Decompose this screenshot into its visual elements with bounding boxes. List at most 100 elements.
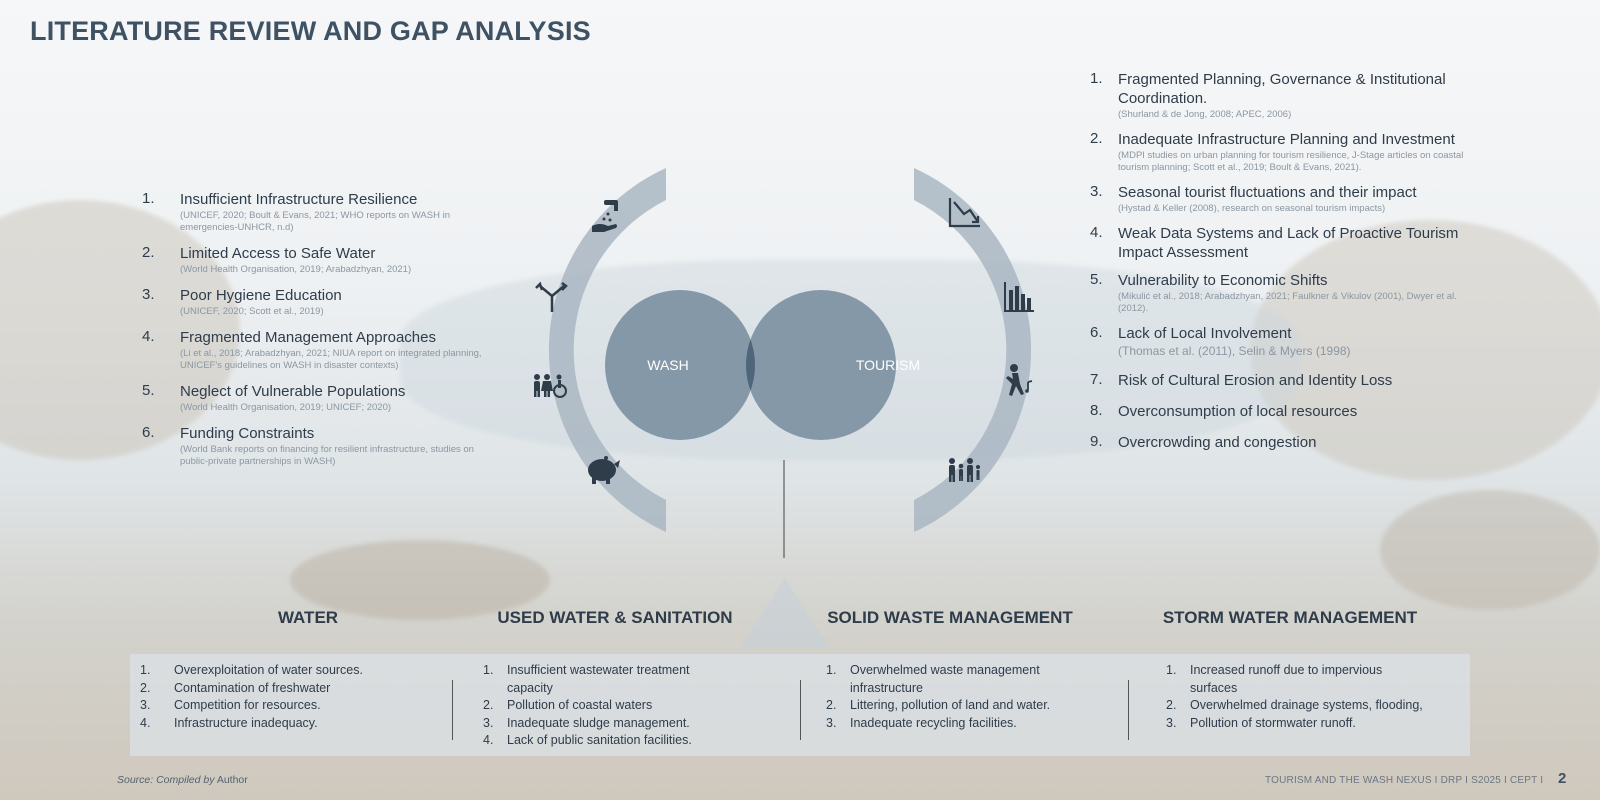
piggy-bank-icon: [588, 456, 620, 484]
item-title: Risk of Cultural Erosion and Identity Lo…: [1118, 372, 1393, 389]
list-item: 4. Fragmented Management Approaches (Li …: [142, 328, 492, 372]
item-number: 3.: [142, 286, 155, 303]
item-number: 2.: [483, 698, 494, 712]
tourism-label: TOURISM: [856, 357, 920, 373]
citation: (UNICEF, 2020; Scott et al., 2019): [180, 306, 324, 317]
item-number: 8.: [1090, 402, 1103, 419]
decline-chart-icon: [948, 198, 980, 228]
item-title: Fragmented Planning, Governance & Instit…: [1118, 71, 1446, 107]
item-number: 4.: [142, 328, 155, 345]
source-author: Author: [216, 774, 248, 786]
dancing-person-icon: [1006, 364, 1033, 396]
item-title: Insufficient Infrastructure Resilience: [180, 191, 418, 208]
citation: (MDPI studies on urban planning for tour…: [1118, 150, 1464, 173]
page-title: LITERATURE REVIEW AND GAP ANALYSIS: [30, 16, 591, 46]
category-title-solid-waste: SOLID WASTE MANAGEMENT: [827, 608, 1073, 627]
background-rock: [1380, 490, 1600, 610]
tourism-issues-list: 1. Fragmented Planning, Governance & Ins…: [1090, 70, 1470, 461]
item-text: Inadequate sludge management.: [507, 715, 690, 730]
item-title: Fragmented Management Approaches: [180, 329, 436, 346]
used-water-issues-list: 1. Insufficient wastewater treatment capa…: [483, 662, 753, 750]
water-issues-list: 1.Overexploitation of water sources. 2. C…: [140, 662, 420, 732]
citation: (Li et al., 2018; Arabadzhyan, 2021; NIU…: [180, 348, 482, 371]
list-item: 6. Funding Constraints (World Bank repor…: [142, 424, 492, 468]
list-item: 3. Seasonal tourist fluctuations and the…: [1090, 183, 1470, 215]
item-number: 6.: [142, 424, 155, 441]
list-item: 1. Fragmented Planning, Governance & Ins…: [1090, 70, 1470, 121]
diverging-arrows-icon: [535, 281, 568, 312]
item-text: Inadequate recycling facilities.: [850, 715, 1017, 730]
list-item: 1.Overwhelmed waste management infrastru…: [826, 662, 1096, 697]
list-item: 8. Overconsumption of local resources: [1090, 402, 1470, 421]
wash-label: WASH: [647, 357, 688, 373]
item-number: 6.: [1090, 324, 1103, 341]
right-arc: [914, 168, 1032, 532]
hand-washing-icon: [592, 200, 618, 232]
list-item: 1. Insufficient wastewater treatment capa…: [483, 662, 753, 697]
citation: (World Health Organisation, 2019; Arabad…: [180, 264, 412, 275]
item-title: Poor Hygiene Education: [180, 287, 342, 304]
list-item: 3.Inadequate recycling facilities.: [826, 715, 1096, 733]
solid-waste-issues-list: 1.Overwhelmed waste management infrastru…: [826, 662, 1096, 732]
item-number: 4.: [483, 733, 494, 747]
tourism-circle: [746, 290, 896, 440]
item-text: Littering, pollution of land and water.: [850, 698, 1051, 712]
item-title: Seasonal tourist fluctuations and their …: [1118, 184, 1417, 201]
item-text: Overwhelmed waste management infrastruct…: [850, 663, 1040, 695]
item-number: 5.: [1090, 271, 1103, 288]
item-number: 1.: [142, 190, 155, 207]
item-title: Inadequate Infrastructure Planning and I…: [1118, 131, 1455, 148]
item-number: 4.: [1090, 224, 1103, 241]
wash-issues-list: 1. Insufficient Infrastructure Resilienc…: [142, 190, 492, 478]
list-item: 2.Pollution of coastal waters: [483, 697, 753, 715]
item-number: 3.: [140, 698, 151, 712]
list-item: 2. Limited Access to Safe Water (World H…: [142, 244, 492, 276]
item-title: Lack of Local Involvement: [1118, 325, 1292, 342]
item-number: 5.: [142, 382, 155, 399]
item-text: Insufficient wastewater treatment capaci…: [507, 663, 690, 695]
list-item: 2. Littering, pollution of land and water…: [826, 697, 1096, 715]
left-arc: [548, 168, 666, 532]
item-title: Overconsumption of local resources: [1118, 403, 1358, 420]
list-item: 9. Overcrowding and congestion: [1090, 433, 1470, 452]
source-prefix: Source: Compiled by: [117, 774, 215, 786]
triangle-pointer: [740, 578, 830, 648]
citation: (UNICEF, 2020; Boult & Evans, 2021; WHO …: [180, 210, 450, 233]
item-number: 2.: [1166, 698, 1177, 712]
citation: (Hystad & Keller (2008), research on sea…: [1118, 203, 1386, 214]
family-icon: [949, 458, 980, 482]
item-text: Competition for resources.: [174, 698, 321, 712]
item-title: Neglect of Vulnerable Populations: [180, 383, 406, 400]
item-text: Overexploitation of water sources.: [174, 663, 363, 677]
list-item: 4.Infrastructure inadequacy.: [140, 715, 420, 733]
list-item: 5. Neglect of Vulnerable Populations (Wo…: [142, 382, 492, 414]
item-text: Contamination of freshwater: [174, 680, 331, 695]
citation: (World Bank reports on financing for res…: [180, 444, 474, 467]
item-text: Overwhelmed drainage systems, flooding,: [1190, 698, 1423, 712]
item-number: 2.: [1090, 130, 1103, 147]
item-number: 2.: [142, 244, 155, 261]
column-divider: [800, 680, 801, 740]
list-item: 3.Pollution of stormwater runoff.: [1166, 715, 1456, 733]
list-item: 3.Inadequate sludge management.: [483, 715, 753, 733]
item-title: Overcrowding and congestion: [1118, 434, 1317, 451]
item-title: Weak Data Systems and Lack of Proactive …: [1118, 225, 1459, 261]
citation: (Mikulić et al., 2018; Arabadzhyan, 2021…: [1118, 291, 1457, 314]
background-rock: [290, 540, 550, 620]
item-number: 2.: [826, 698, 837, 712]
category-title-used-water: USED WATER & SANITATION: [497, 608, 733, 627]
list-item: 4. Lack of public sanitation facilities.: [483, 732, 753, 750]
list-item: 7. Risk of Cultural Erosion and Identity…: [1090, 371, 1470, 390]
page-number: 2: [1558, 770, 1567, 787]
background-rock: [1250, 220, 1600, 480]
item-number: 2.: [140, 680, 151, 695]
column-divider: [452, 680, 453, 740]
source-note: Source: Compiled by Author: [117, 774, 248, 786]
item-text: Lack of public sanitation facilities.: [507, 733, 692, 747]
footer-text: TOURISM AND THE WASH NEXUS I DRP I S2025…: [1265, 775, 1544, 786]
venn-diagram: WASH TOURISM: [534, 168, 1034, 558]
list-item: 1.Overexploitation of water sources.: [140, 662, 420, 680]
category-title-storm-water: STORM WATER MANAGEMENT: [1162, 608, 1418, 627]
item-number: 1.: [483, 663, 494, 677]
list-item: 2. Inadequate Infrastructure Planning an…: [1090, 130, 1470, 174]
